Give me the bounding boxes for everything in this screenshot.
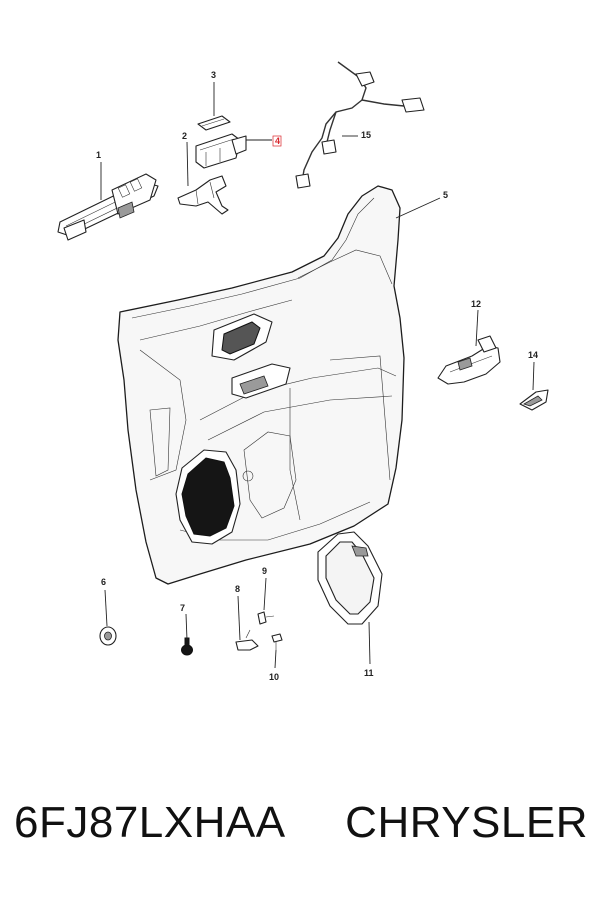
callout-4: 4 (275, 136, 280, 146)
part-4-switch (195, 133, 247, 169)
brand-label: CHRYSLER (345, 798, 588, 847)
callout-11: 11 (364, 668, 374, 678)
footer-caption: 6FJ87LXHAA CHRYSLER (0, 790, 600, 870)
callout-12: 12 (471, 299, 481, 309)
part-12-door-handle (437, 335, 501, 385)
part-6-clip (99, 626, 117, 646)
part-9-screw (257, 611, 275, 625)
part-5-door-trim-panel (117, 185, 405, 585)
leader-lines (100, 82, 535, 669)
callout-4-highlight-box (272, 135, 282, 147)
part-15-wiring-harness (295, 61, 425, 189)
part-14-bezel (519, 389, 549, 411)
part-3-switch-cap (197, 115, 231, 131)
callout-9: 9 (262, 566, 267, 576)
callout-2: 2 (182, 131, 187, 141)
part-number-label: 6FJ87LXHAA (14, 798, 286, 847)
callout-10: 10 (269, 672, 279, 682)
part-7-push-pin (181, 637, 193, 656)
part-11-seal (317, 531, 383, 625)
callout-7: 7 (180, 603, 185, 613)
callout-8: 8 (235, 584, 240, 594)
part-10-screw (271, 633, 283, 650)
callout-15: 15 (361, 130, 371, 140)
callout-14: 14 (528, 350, 538, 360)
part-1-window-switch (57, 173, 159, 241)
exploded-parts-diagram: 1 2 3 4 15 5 12 14 6 7 8 9 10 11 (57, 61, 549, 682)
callout-3: 3 (211, 70, 216, 80)
part-2-bracket (177, 175, 229, 215)
callout-6: 6 (101, 577, 106, 587)
callout-1: 1 (96, 150, 101, 160)
callout-5: 5 (443, 190, 448, 200)
part-8-bracket-clip (235, 629, 259, 651)
